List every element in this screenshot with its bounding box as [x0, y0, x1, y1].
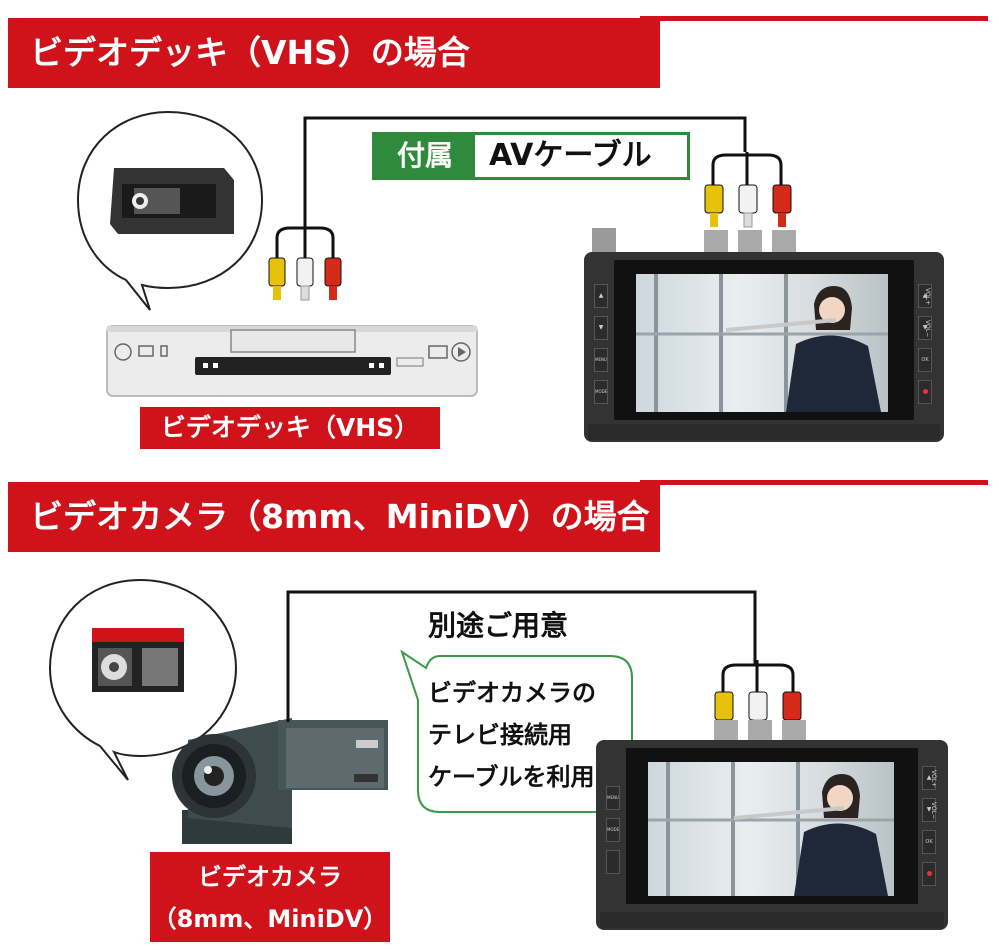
capture-device-2: MENU MODE ▲ ▼ OK VOL+ VOL−	[596, 720, 948, 930]
photo-screen-1	[636, 274, 888, 412]
minidv-tape-icon	[92, 628, 184, 692]
instruction-line-1: ビデオカメラの	[428, 679, 596, 707]
camcorder-label-line-2: （8mm、MiniDV）	[152, 905, 388, 933]
left-button-column-2: MENU MODE	[606, 786, 620, 874]
included-tag: 付属	[375, 135, 475, 177]
record-button-2[interactable]	[922, 862, 936, 886]
section1-rule	[640, 16, 988, 21]
instruction-line-3: ケーブルを利用	[428, 763, 595, 791]
vol-minus-label-2: VOL−	[930, 802, 937, 820]
rca-plugs-1b	[704, 184, 792, 228]
vol-minus-label-1: VOL−	[924, 320, 931, 338]
vcr-label: ビデオデッキ（VHS）	[140, 407, 440, 449]
vol-down-button-2[interactable]: ▼	[922, 798, 936, 822]
record-button[interactable]	[918, 380, 932, 404]
vol-plus-label-2: VOL+	[930, 770, 937, 788]
section2-rule	[640, 480, 988, 485]
cable-name: AVケーブル	[489, 138, 652, 173]
vol-up-button-2[interactable]: ▲	[922, 766, 936, 790]
section2-title: ビデオカメラ（8mm、MiniDV）の場合	[8, 482, 660, 552]
camcorder-device	[172, 718, 388, 844]
menu-button-2[interactable]: MENU	[606, 786, 620, 810]
vcr-device	[106, 325, 478, 397]
capture-device-1: ▲ ▼ MENU MODE ▲ ▼ OK VOL+ VOL−	[584, 228, 944, 443]
camcorder-label: ビデオカメラ （8mm、MiniDV）	[150, 852, 390, 942]
vol-up-button[interactable]: ▲	[918, 284, 932, 308]
up-button[interactable]: ▲	[594, 284, 608, 308]
photo-screen-2	[648, 762, 894, 896]
instruction-line-2: テレビ接続用	[428, 721, 572, 749]
separate-cable-note: 別途ご用意	[428, 609, 569, 642]
record-dot-icon-2	[927, 871, 932, 876]
left-button-column-1: ▲ ▼ MENU MODE	[594, 284, 608, 404]
ok-button-2[interactable]: OK	[922, 830, 936, 854]
vol-down-button[interactable]: ▼	[918, 316, 932, 340]
mode-button[interactable]: MODE	[594, 380, 608, 404]
record-dot-icon	[923, 389, 928, 394]
instruction-text: ビデオカメラの テレビ接続用 ケーブルを利用	[428, 672, 628, 798]
right-button-column-1: ▲ ▼ OK	[918, 284, 932, 404]
section1-title: ビデオデッキ（VHS）の場合	[8, 18, 660, 88]
vhs-tape-icon	[110, 168, 234, 234]
extra-button-2[interactable]	[606, 850, 620, 874]
rca-plugs-1a	[268, 257, 342, 301]
camcorder-label-line-1: ビデオカメラ	[198, 863, 342, 891]
right-button-column-2: ▲ ▼ OK	[922, 766, 936, 886]
vol-plus-label-1: VOL+	[924, 288, 931, 306]
menu-button[interactable]: MENU	[594, 348, 608, 372]
ok-button[interactable]: OK	[918, 348, 932, 372]
mode-button-2[interactable]: MODE	[606, 818, 620, 842]
included-cable-label: 付属 AVケーブル	[372, 132, 690, 180]
down-button[interactable]: ▼	[594, 316, 608, 340]
